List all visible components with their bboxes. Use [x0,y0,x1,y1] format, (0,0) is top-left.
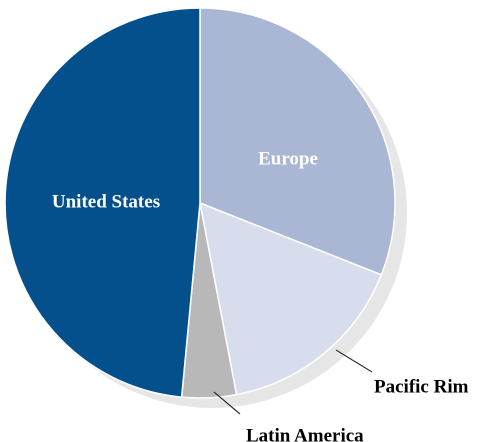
pie-leader-lines [213,349,373,415]
pie-slice-europe [199,7,396,276]
pie-slice-pacific-rim [199,202,383,396]
slice-label-united-states: United States [52,191,160,212]
pie-slices [4,7,396,399]
pie-slice-united-states [4,7,201,398]
leader-line-latin-america [213,391,241,415]
slice-label-europe: Europe [258,148,318,169]
leader-line-pacific-rim [335,349,373,373]
slice-label-latin-america: Latin America [246,425,364,442]
slice-label-pacific-rim: Pacific Rim [374,376,469,397]
